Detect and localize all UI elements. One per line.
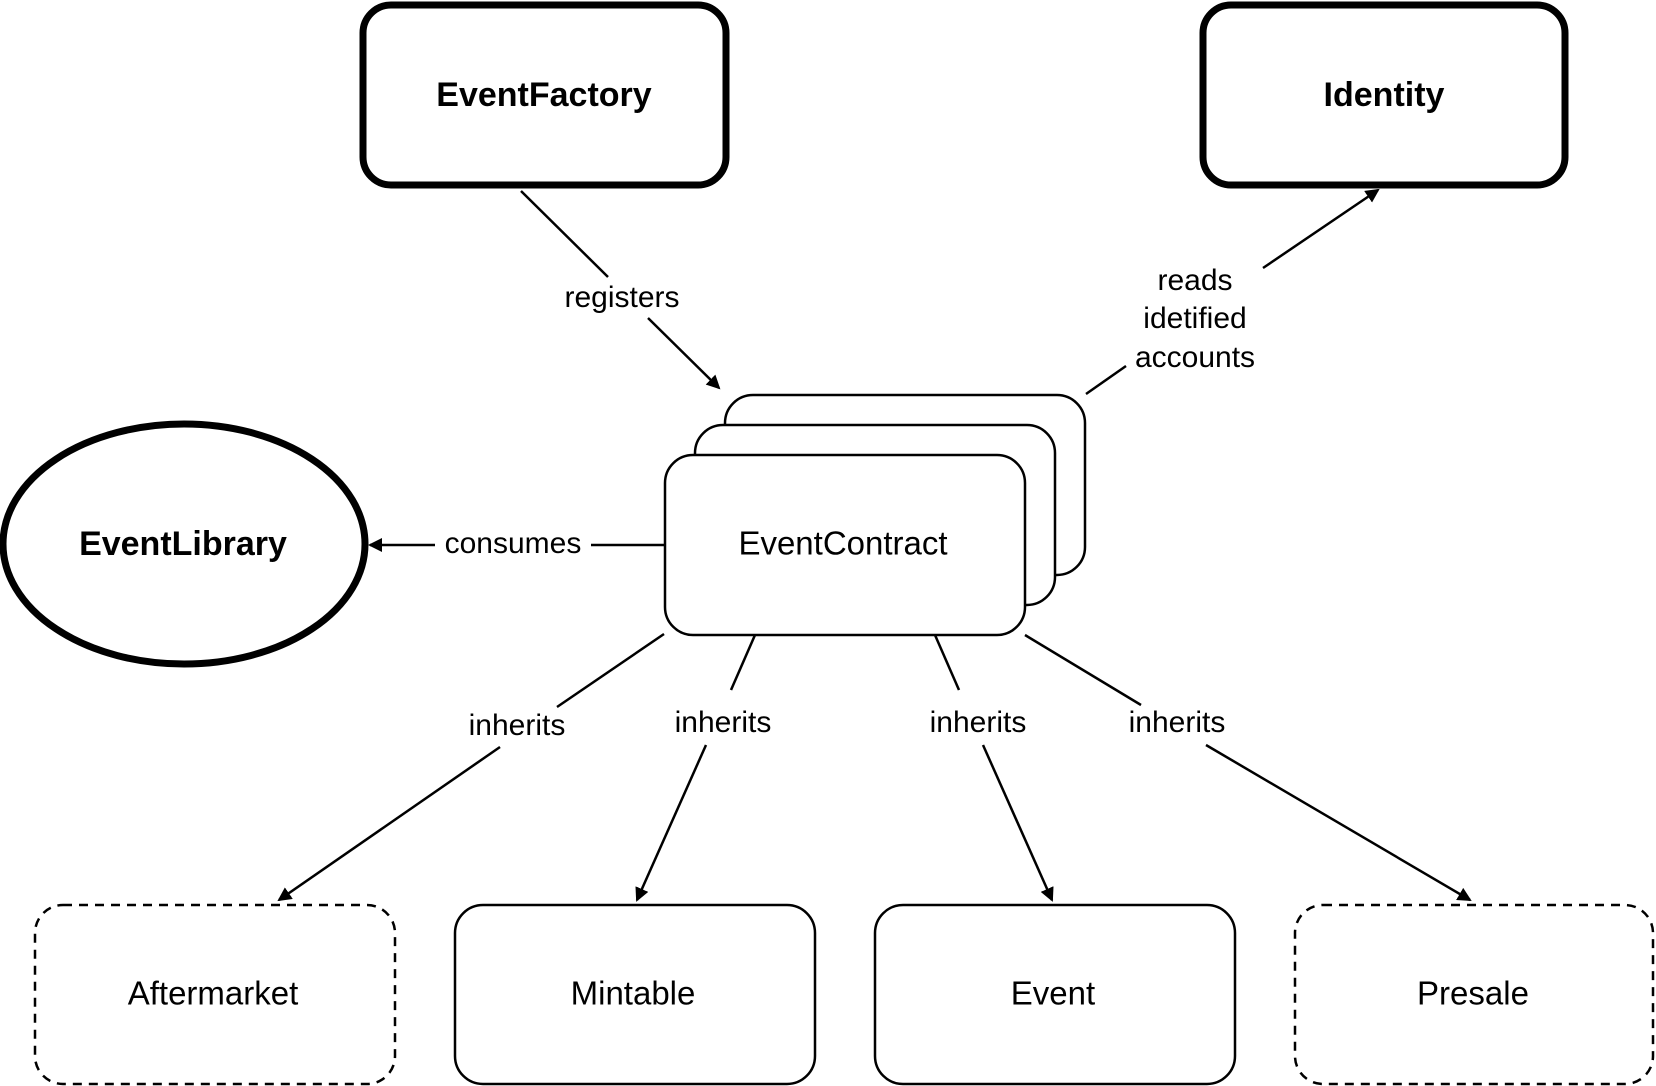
registers-label: registers [564,281,679,314]
reads-label-line2: idetified [1143,302,1246,335]
identity-label: Identity [1324,76,1445,114]
presale-node: Presale [1293,903,1655,1086]
aftermarket-node: Aftermarket [33,903,397,1086]
identity-node: Identity [1199,1,1569,189]
inherits-aftermarket-edge: inherits [277,632,665,902]
inherits-mintable-edge: inherits [635,634,772,902]
event-node: Event [873,903,1237,1086]
aftermarket-label: Aftermarket [128,975,299,1012]
event-factory-label: EventFactory [436,76,651,114]
consumes-edge: consumes [368,527,665,560]
consumes-label: consumes [445,527,582,560]
presale-label: Presale [1417,975,1529,1012]
inherits-event-label: inherits [930,706,1027,739]
reads-label-line1: reads [1157,264,1232,297]
inherits-aftermarket-label: inherits [469,709,566,742]
event-library-label: EventLibrary [79,525,287,563]
mintable-node: Mintable [453,903,817,1086]
event-label: Event [1011,975,1095,1012]
inherits-event-edge: inherits [930,634,1054,902]
inherits-mintable-label: inherits [675,706,772,739]
inherits-presale-label: inherits [1129,706,1226,739]
event-contract-node: EventContract [663,393,1087,637]
mintable-label: Mintable [571,975,696,1012]
registers-edge: registers [520,190,721,390]
event-factory-node: EventFactory [359,1,730,189]
inherits-presale-edge: inherits [1024,633,1472,902]
event-library-node: EventLibrary [0,420,369,668]
reads-label-line3: accounts [1135,341,1255,374]
reads-accounts-edge: reads idetified accounts [1085,188,1380,396]
event-contract-label: EventContract [738,525,947,562]
